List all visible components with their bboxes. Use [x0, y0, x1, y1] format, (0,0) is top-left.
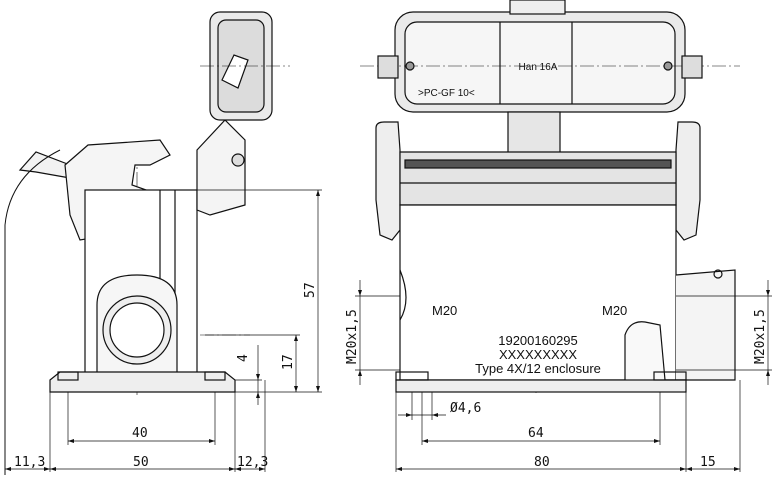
front-body-top-band	[404, 159, 672, 169]
dim-hole-diameter: Ø4,6	[450, 401, 481, 416]
side-view	[4, 11, 290, 475]
front-view	[360, 0, 740, 395]
front-foot-right	[653, 371, 687, 381]
dim-17: 17	[281, 354, 296, 370]
label-type: Type 4X/12 enclosure	[475, 361, 601, 376]
cover-rating: Han 16A	[519, 62, 558, 73]
dim-80: 80	[534, 455, 550, 470]
front-lock-arm-left	[375, 121, 401, 241]
front-cover-latch-right	[681, 55, 703, 79]
side-cable-entry-inner	[109, 302, 165, 358]
front-side-boss-left	[399, 269, 407, 321]
front-dim-arrows	[358, 290, 770, 471]
dim-40: 40	[132, 426, 148, 441]
front-cover-inner	[404, 21, 676, 105]
dim-thread-left: M20x1,5	[345, 309, 360, 364]
dim-4: 4	[236, 354, 251, 362]
side-dim-arrows	[5, 190, 320, 471]
dim-50: 50	[133, 455, 149, 470]
label-m20-right: M20	[602, 303, 627, 318]
side-cover-slot	[221, 54, 249, 89]
front-cover-tab	[509, 0, 566, 15]
side-cover-hinge-arm	[196, 119, 246, 216]
dim-64: 64	[528, 426, 544, 441]
front-cable-boss-right	[675, 269, 736, 381]
side-foot-right	[204, 371, 226, 381]
dim-12-3: 12,3	[237, 455, 268, 470]
front-dimensions	[355, 280, 772, 472]
dim-57: 57	[303, 282, 318, 298]
front-foot-left	[395, 371, 429, 381]
front-hinge-bracket	[507, 111, 561, 155]
front-base-plate	[395, 379, 687, 393]
front-gland-rib	[624, 321, 666, 381]
label-serial: XXXXXXXXX	[499, 347, 577, 362]
dim-thread-right: M20x1,5	[753, 309, 768, 364]
label-m20-left: M20	[432, 303, 457, 318]
side-foot-left	[57, 371, 79, 381]
dim-15: 15	[700, 455, 716, 470]
side-hinge-pin	[231, 153, 245, 167]
label-part-number: 19200160295	[498, 333, 578, 348]
dim-11-3: 11,3	[14, 455, 45, 470]
front-cover-latch-left	[377, 55, 399, 79]
front-lock-arm-right	[675, 121, 701, 241]
side-outline-arc	[4, 149, 61, 475]
cover-material: >PC-GF 10<	[418, 88, 475, 99]
